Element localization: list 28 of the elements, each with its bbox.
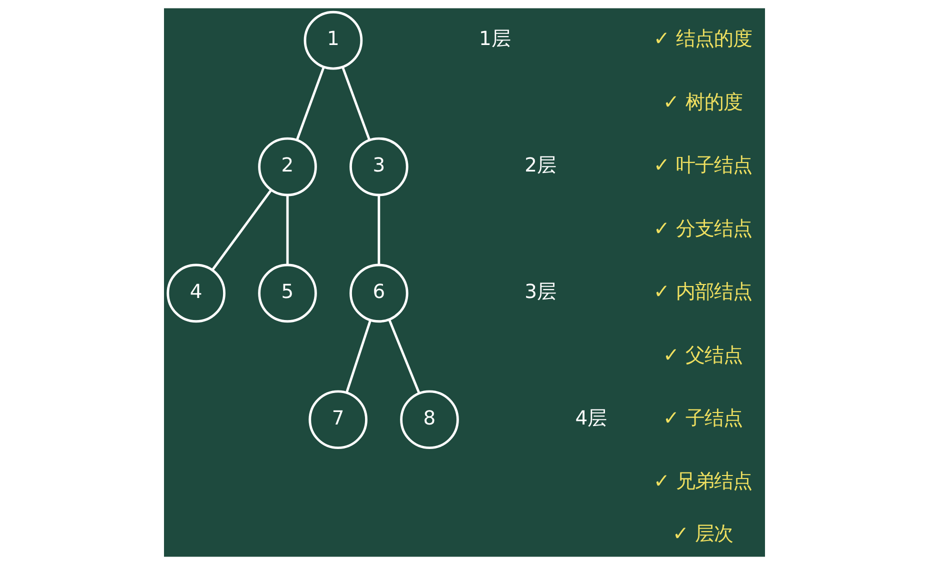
connector [388, 319, 420, 394]
label: ✓ 子结点 [662, 406, 742, 430]
connector [377, 195, 380, 265]
label: ✓ 结点的度 [653, 27, 752, 50]
node-circle: 6 [349, 264, 408, 323]
label: 2层 [524, 154, 556, 177]
node-circle: 3 [349, 137, 408, 196]
node-circle: 8 [400, 390, 458, 450]
connector [286, 195, 288, 265]
connector [341, 66, 370, 140]
label: ✓ 分支结点 [653, 216, 752, 240]
label: ✓ 父结点 [662, 343, 742, 366]
label: 4层 [574, 406, 606, 430]
connector [295, 66, 324, 140]
node-circle: 2 [258, 137, 316, 196]
label: ✓ 叶子结点 [653, 154, 752, 177]
node-circle: 1 [303, 10, 362, 70]
label: ✓ 树的度 [662, 90, 742, 114]
label: 1层 [478, 27, 510, 50]
label: 3层 [524, 280, 556, 304]
label: ✓ 内部结点 [653, 280, 752, 304]
node-circle: 7 [308, 390, 367, 450]
node-circle: 4 [166, 264, 225, 323]
node-circle: 5 [258, 264, 316, 323]
label: ✓ 层次 [672, 522, 732, 546]
label: ✓ 兄弟结点 [653, 470, 752, 493]
connector [344, 320, 372, 393]
connector [211, 189, 272, 270]
